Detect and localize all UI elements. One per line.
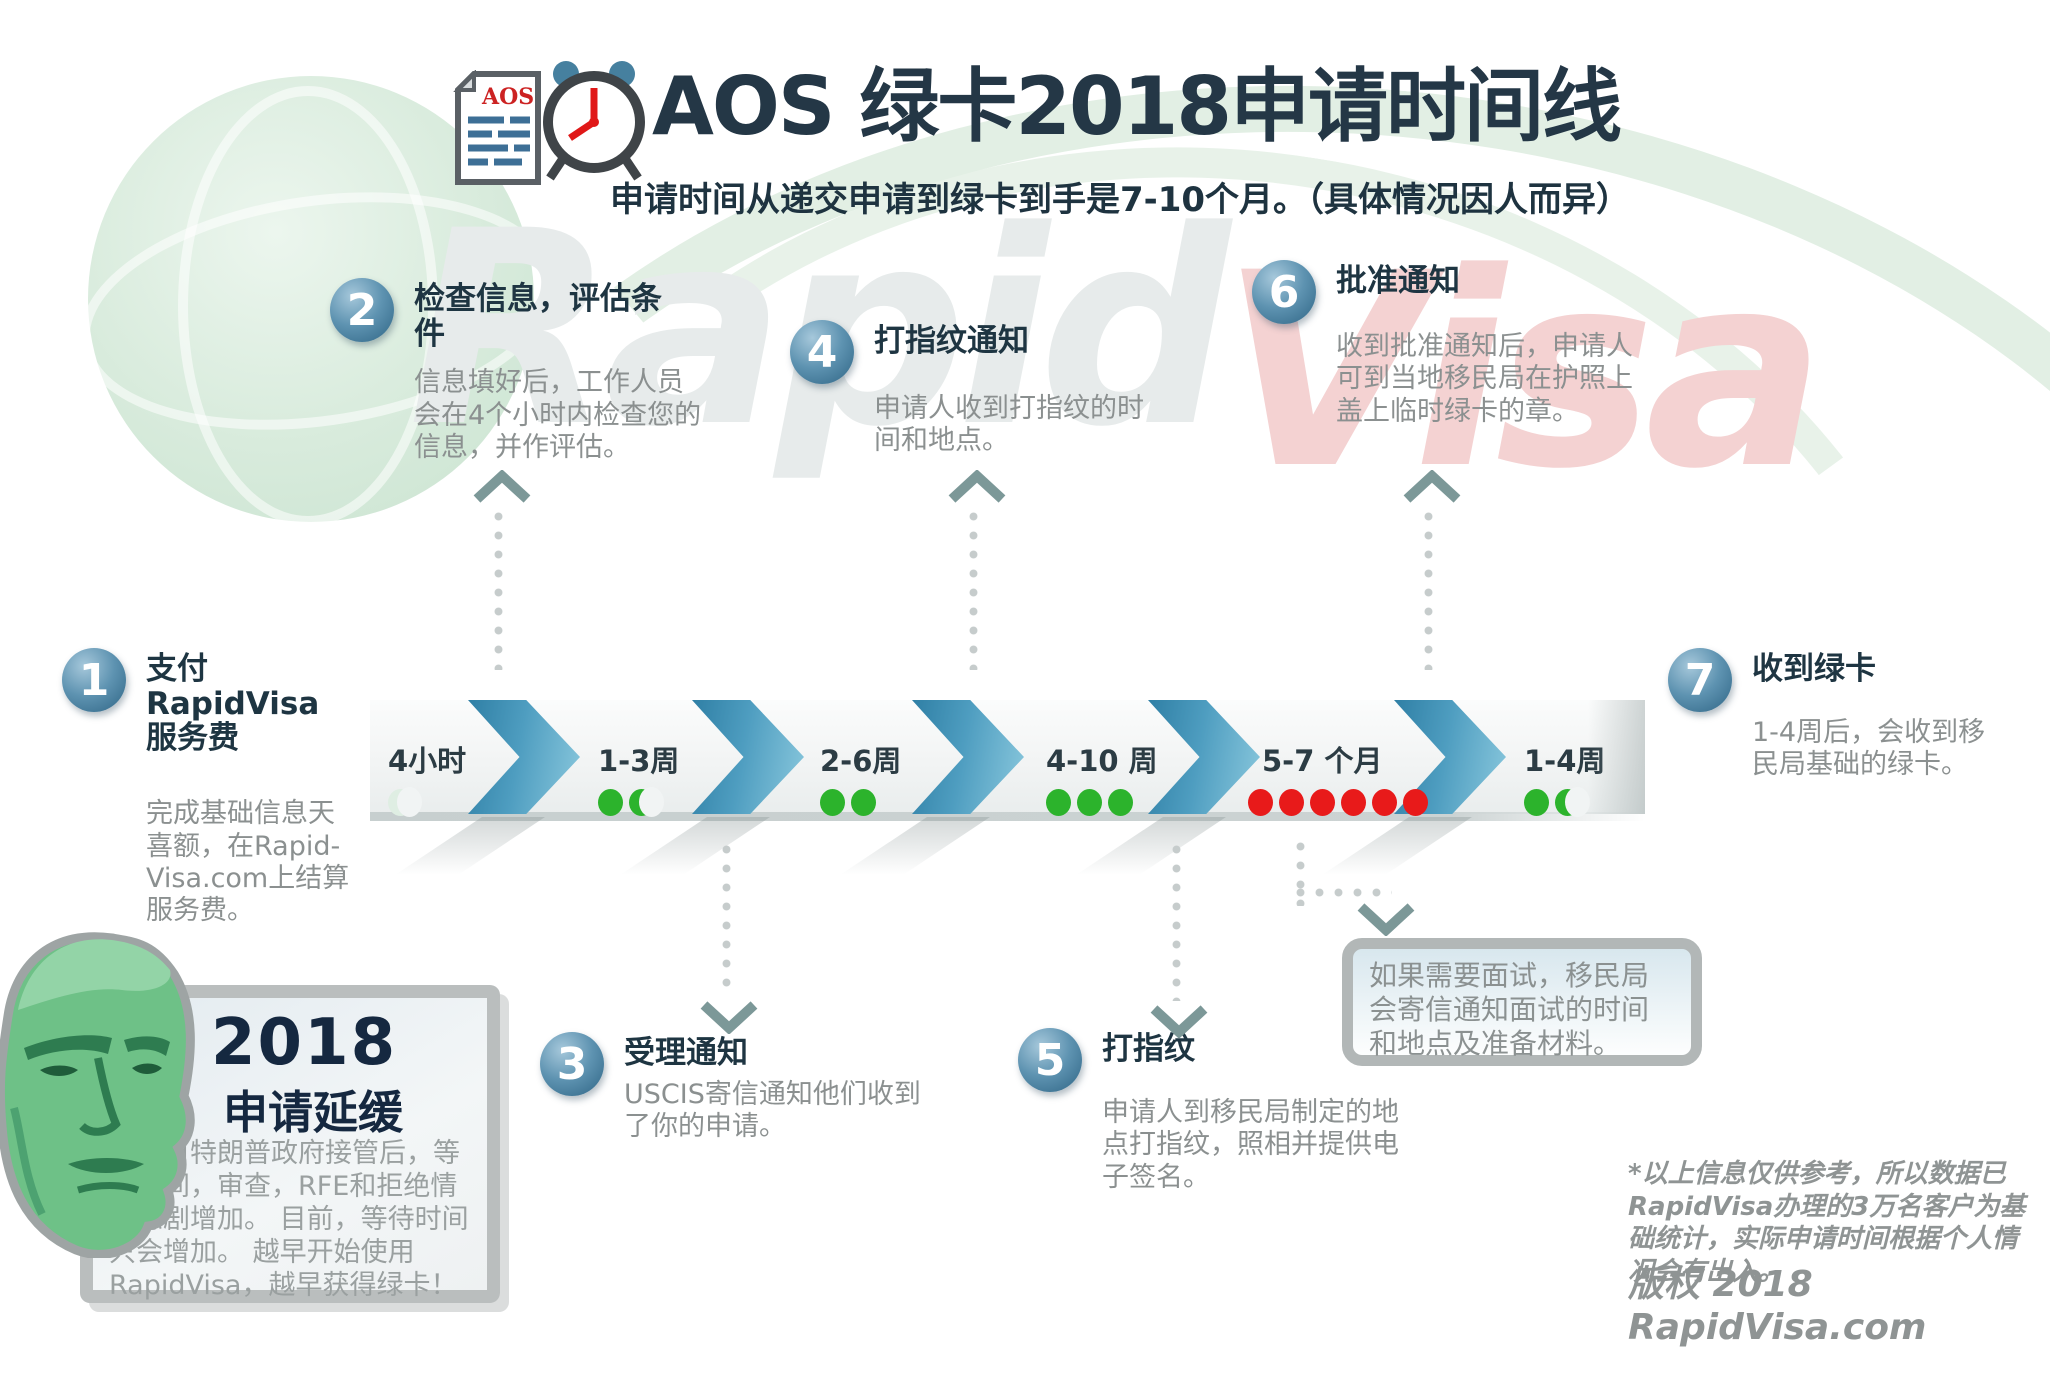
- red-dot: [1310, 789, 1335, 816]
- segment-dots: [1524, 787, 1605, 819]
- step-3-badge: 3: [540, 1032, 604, 1096]
- red-dot: [1248, 789, 1273, 816]
- interview-note-box: 如果需要面试，移民局会寄信通知面试的时间和地点及准备材料。: [1342, 938, 1702, 1066]
- green-dot: [820, 789, 845, 816]
- step-5-badge: 5: [1018, 1028, 1082, 1092]
- segment-dots: [388, 787, 466, 819]
- step-3-body: USCIS寄信通知他们收到了你的申请。: [624, 1078, 921, 1143]
- page-subtitle: 申请时间从递交申请到绿卡到手是7-10个月。（具体情况因人而异）: [609, 180, 1631, 220]
- crescent-marker: [1555, 787, 1590, 817]
- crescent-marker: [629, 787, 664, 817]
- delay-box-title: 申请延缓: [223, 1086, 404, 1139]
- dotted-connector: [494, 512, 503, 670]
- segment-dots: [820, 789, 901, 819]
- step-7-body: 1-4周后，会收到移民局基础的绿卡。: [1752, 716, 1986, 781]
- step-5-biometrics: 5 打指纹 申请人到移民局制定的地点打指纹，照相并提供电子签名。: [1018, 1028, 1399, 1194]
- timeline-segment-4-10weeks: 4-10 周: [1046, 738, 1158, 819]
- timeline-segment-1-3weeks: 1-3周: [598, 738, 679, 819]
- step-6-title: 批准通知: [1336, 263, 1460, 299]
- segment-label: 4-10 周: [1046, 744, 1158, 778]
- dotted-connector: [1296, 842, 1305, 906]
- step-2-review-info: 2 检查信息，评估条件 信息填好后，工作人员会在4个小时内检查您的信息，并作评估…: [330, 278, 701, 465]
- alarm-clock-icon: [542, 56, 646, 188]
- step-6-body: 收到批准通知后，申请人可到当地移民局在护照上盖上临时绿卡的章。: [1336, 330, 1633, 427]
- delay-box-year: 2018: [211, 1006, 398, 1080]
- aos-document-icon: AOS: [452, 69, 544, 190]
- crescent-marker: [388, 787, 422, 817]
- step-3-title: 受理通知: [624, 1035, 748, 1071]
- step-1-badge: 1: [62, 648, 126, 712]
- segment-dots: [1248, 789, 1434, 819]
- timeline-segment-5-7months: 5-7 个月: [1248, 738, 1434, 819]
- red-dot: [1341, 789, 1366, 816]
- dotted-connector: [1172, 845, 1181, 1001]
- segment-label: 2-6周: [820, 744, 902, 778]
- dotted-connector: [1296, 888, 1392, 897]
- trump-face-graphic: [0, 928, 224, 1262]
- step-2-badge: 2: [330, 278, 394, 342]
- rapidvisa-watermark: RapidVisa: [408, 196, 1826, 506]
- red-dot: [1372, 789, 1397, 816]
- chevron-up-icon: [948, 470, 1006, 503]
- step-7-badge: 7: [1668, 648, 1732, 712]
- timeline-segment-2-6weeks: 2-6周: [820, 738, 901, 819]
- timeline-segment-1-4weeks: 1-4周: [1524, 738, 1605, 819]
- step-4-title: 打指纹通知: [874, 323, 1029, 359]
- step-7-title: 收到绿卡: [1752, 651, 1876, 687]
- chevron-down-icon: [1150, 1005, 1208, 1038]
- footer-copyright: 版权 2018 RapidVisa.com: [1628, 1264, 1927, 1348]
- segment-dots: [1046, 789, 1158, 819]
- red-dot: [1403, 789, 1428, 816]
- footer-disclaimer: *以上信息仅供参考，所以数据已RapidVisa办理的3万名客户为基础统计，实际…: [1628, 1159, 2026, 1287]
- segment-label: 5-7 个月: [1262, 744, 1383, 778]
- interview-note-text: 如果需要面试，移民局会寄信通知面试的时间和地点及准备材料。: [1369, 959, 1650, 1061]
- step-2-body: 信息填好后，工作人员会在4个小时内检查您的信息，并作评估。: [414, 367, 702, 464]
- step-7-green-card: 7 收到绿卡 1-4周后，会收到移民局基础的绿卡。: [1668, 648, 2008, 782]
- step-1-body: 完成基础信息天喜额，在Rapid-Visa.com上结算服务费。: [146, 798, 350, 927]
- segment-label: 4小时: [388, 744, 467, 778]
- globe-meridian: [178, 86, 438, 526]
- step-5-body: 申请人到移民局制定的地点打指纹，照相并提供电子签名。: [1102, 1096, 1399, 1193]
- doc-aos-text: AOS: [481, 84, 534, 110]
- segment-label: 1-3周: [598, 744, 680, 778]
- green-dot: [851, 789, 876, 816]
- watermark-visa: Visa: [1220, 216, 1826, 528]
- dotted-connector: [1424, 512, 1433, 670]
- step-1-title: 支付RapidVisa 服务费: [146, 651, 320, 757]
- step-6-badge: 6: [1252, 260, 1316, 324]
- timeline-band-shadow-strip: [370, 812, 1645, 821]
- chevron-up-icon: [473, 470, 531, 503]
- chevron-down-icon: [1357, 903, 1415, 936]
- step-5-title: 打指纹: [1102, 1031, 1195, 1067]
- green-dot: [1046, 789, 1071, 816]
- red-dot: [1279, 789, 1304, 816]
- step-2-title: 检查信息，评估条件: [414, 281, 662, 352]
- timeline-band-right-fade: [1588, 700, 1645, 814]
- segment-dots: [598, 787, 679, 819]
- chevron-down-icon: [700, 1001, 758, 1034]
- dotted-connector: [722, 845, 731, 997]
- step-4-biometrics-notice: 4 打指纹通知 申请人收到打指纹的时间和地点。: [790, 320, 1144, 458]
- green-dot: [1524, 789, 1549, 816]
- green-dot: [1077, 789, 1102, 816]
- timeline-segment-4hours: 4小时: [388, 738, 466, 819]
- green-dot: [598, 789, 623, 816]
- step-1-pay-fee: 1 支付RapidVisa 服务费 完成基础信息天喜额，在Rapid-Visa.…: [62, 648, 349, 928]
- chevron-up-icon: [1403, 470, 1461, 503]
- green-dot: [1108, 789, 1133, 816]
- step-4-badge: 4: [790, 320, 854, 384]
- dotted-connector: [969, 512, 978, 670]
- segment-label: 1-4周: [1524, 744, 1606, 778]
- step-3-receipt-notice: 3 受理通知 USCIS寄信通知他们收到了你的申请。: [540, 1032, 921, 1144]
- step-6-approval-notice: 6 批准通知 收到批准通知后，申请人可到当地移民局在护照上盖上临时绿卡的章。: [1252, 260, 1633, 428]
- page-title: AOS 绿卡2018申请时间线: [652, 60, 1622, 153]
- step-4-body: 申请人收到打指纹的时间和地点。: [874, 392, 1144, 457]
